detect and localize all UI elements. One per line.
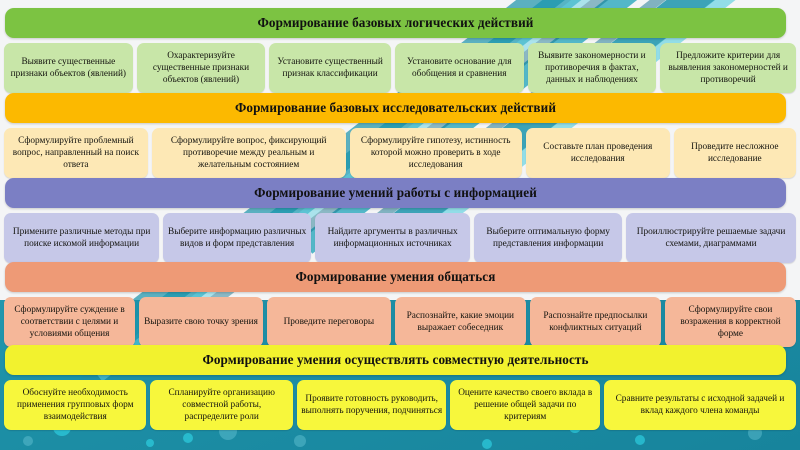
skill-card[interactable]: Проведите переговоры — [266, 297, 391, 347]
skill-card[interactable]: Установите основание для обобщения и сра… — [394, 43, 524, 93]
group-banner-label: Формирование умения общаться — [295, 269, 496, 285]
skill-card[interactable]: Распознайте, какие эмоции выражает собес… — [394, 297, 526, 347]
skill-group-information-skills: Формирование умений работы с информацией… — [0, 178, 800, 263]
skill-card[interactable]: Выявите существенные признаки объектов (… — [4, 43, 133, 93]
skill-card[interactable]: Выберите оптимальную форму представления… — [474, 213, 623, 263]
skill-card-label: Выберите информацию различных видов и фо… — [168, 226, 307, 249]
skill-card[interactable]: Сформулируйте вопрос, фиксирующий против… — [151, 128, 346, 178]
group-banner-label: Формирование умений работы с информацией — [254, 185, 537, 201]
skill-card-label: Проиллюстрируйте решаемые задачи схемами… — [636, 226, 786, 249]
skill-card[interactable]: Распознайте предпосылки конфликтных ситу… — [529, 297, 661, 347]
skill-card-label: Обоснуйте необходимость применения групп… — [16, 387, 134, 423]
skill-card-label: Выявите существенные признаки объектов (… — [10, 56, 127, 79]
skill-card-label: Спланируйте организацию совместной работ… — [168, 387, 275, 423]
skill-card-label: Сформулируйте гипотезу, истинность котор… — [360, 135, 511, 171]
background-bubble — [635, 435, 645, 445]
skill-card-label: Примените различные методы при поиске ис… — [12, 226, 151, 249]
skill-group-joint-activity-skills: Формирование умения осуществлять совмест… — [0, 345, 800, 430]
group-banner-label: Формирование умения осуществлять совмест… — [202, 352, 589, 368]
skill-card[interactable]: Сформулируйте свои возражения в корректн… — [664, 297, 796, 347]
skill-card-label: Проявите готовность руководить, выполнят… — [301, 393, 443, 416]
skill-card[interactable]: Составьте план проведения исследования — [525, 128, 670, 178]
skill-card[interactable]: Примените различные методы при поиске ис… — [4, 213, 160, 263]
skill-card[interactable]: Предложите критерии для выявления законо… — [660, 43, 797, 93]
skill-card[interactable]: Выберите информацию различных видов и фо… — [163, 213, 312, 263]
skill-card[interactable]: Сформулируйте суждение в соответствии с … — [4, 297, 136, 347]
skill-card[interactable]: Выразите свою точку зрения — [139, 297, 263, 347]
skill-card[interactable]: Проиллюстрируйте решаемые задачи схемами… — [626, 213, 797, 263]
skill-group-research-actions: Формирование базовых исследовательских д… — [0, 93, 800, 178]
group-banner-research-actions[interactable]: Формирование базовых исследовательских д… — [5, 93, 786, 123]
skill-card-label: Оцените качество своего вклада в решение… — [458, 387, 593, 423]
skill-card-label: Распознайте, какие эмоции выражает собес… — [406, 310, 515, 333]
skill-card-label: Сравните результаты с исходной задачей и… — [615, 393, 785, 416]
skill-card[interactable]: Обоснуйте необходимость применения групп… — [4, 380, 147, 430]
skill-card[interactable]: Выявите закономерности и противоречия в … — [527, 43, 657, 93]
skill-card[interactable]: Проявите готовность руководить, выполнят… — [296, 380, 447, 430]
group-cards-information-skills: Примените различные методы при поиске ис… — [4, 213, 797, 263]
skill-card-label: Проведите несложное исследование — [691, 141, 779, 164]
group-banner-logical-actions[interactable]: Формирование базовых логических действий — [5, 8, 786, 38]
skill-card[interactable]: Сформулируйте проблемный вопрос, направл… — [4, 128, 148, 178]
group-banner-label: Формирование базовых исследовательских д… — [234, 100, 557, 116]
skill-card-label: Охарактеризуйте существенные признаки об… — [152, 50, 250, 86]
background-bubble — [23, 436, 33, 446]
skill-card[interactable]: Найдите аргументы в различных информацио… — [315, 213, 471, 263]
skill-card[interactable]: Спланируйте организацию совместной работ… — [150, 380, 293, 430]
skill-card-label: Найдите аргументы в различных информацио… — [327, 226, 458, 249]
group-cards-research-actions: Сформулируйте проблемный вопрос, направл… — [4, 128, 796, 178]
background-bubble — [294, 435, 306, 447]
background-bubble — [482, 439, 492, 449]
group-cards-joint-activity-skills: Обоснуйте необходимость применения групп… — [4, 380, 796, 430]
group-cards-communication-skills: Сформулируйте суждение в соответствии с … — [4, 297, 796, 347]
group-banner-information-skills[interactable]: Формирование умений работы с информацией — [5, 178, 786, 208]
skill-card-label: Проведите переговоры — [283, 316, 375, 327]
skill-card-label: Установите существенный признак классифи… — [277, 56, 383, 79]
skill-card[interactable]: Установите существенный признак классифи… — [269, 43, 391, 93]
skill-card-label: Установите основание для обобщения и сра… — [407, 56, 512, 79]
group-banner-label: Формирование базовых логических действий — [257, 15, 534, 31]
skill-group-logical-actions: Формирование базовых логических действий… — [0, 8, 800, 93]
skill-card[interactable]: Сравните результаты с исходной задачей и… — [604, 380, 796, 430]
group-banner-joint-activity-skills[interactable]: Формирование умения осуществлять совмест… — [5, 345, 786, 375]
skill-card-label: Сформулируйте свои возражения в корректн… — [680, 304, 781, 340]
skill-card-label: Выберите оптимальную форму представления… — [486, 226, 610, 249]
skill-card-label: Сформулируйте вопрос, фиксирующий против… — [170, 135, 327, 171]
skill-card-label: Распознайте предпосылки конфликтных ситу… — [543, 310, 648, 333]
skill-card-label: Сформулируйте суждение в соответствии с … — [14, 304, 125, 340]
skill-card[interactable]: Проведите несложное исследование — [673, 128, 796, 178]
skill-card-label: Выразите свою точку зрения — [144, 316, 258, 327]
skill-card[interactable]: Сформулируйте гипотезу, истинность котор… — [349, 128, 522, 178]
skill-card[interactable]: Охарактеризуйте существенные признаки об… — [136, 43, 266, 93]
skill-card[interactable]: Оцените качество своего вклада в решение… — [450, 380, 600, 430]
skill-card-label: Предложите критерии для выявления законо… — [668, 50, 788, 86]
background-bubble — [183, 433, 193, 443]
group-cards-logical-actions: Выявите существенные признаки объектов (… — [4, 43, 797, 93]
skill-card-label: Сформулируйте проблемный вопрос, направл… — [12, 135, 139, 171]
skill-card-label: Составьте план проведения исследования — [543, 141, 653, 164]
skill-card-label: Выявите закономерности и противоречия в … — [538, 50, 646, 86]
background-bubble — [146, 439, 154, 447]
group-banner-communication-skills[interactable]: Формирование умения общаться — [5, 262, 786, 292]
